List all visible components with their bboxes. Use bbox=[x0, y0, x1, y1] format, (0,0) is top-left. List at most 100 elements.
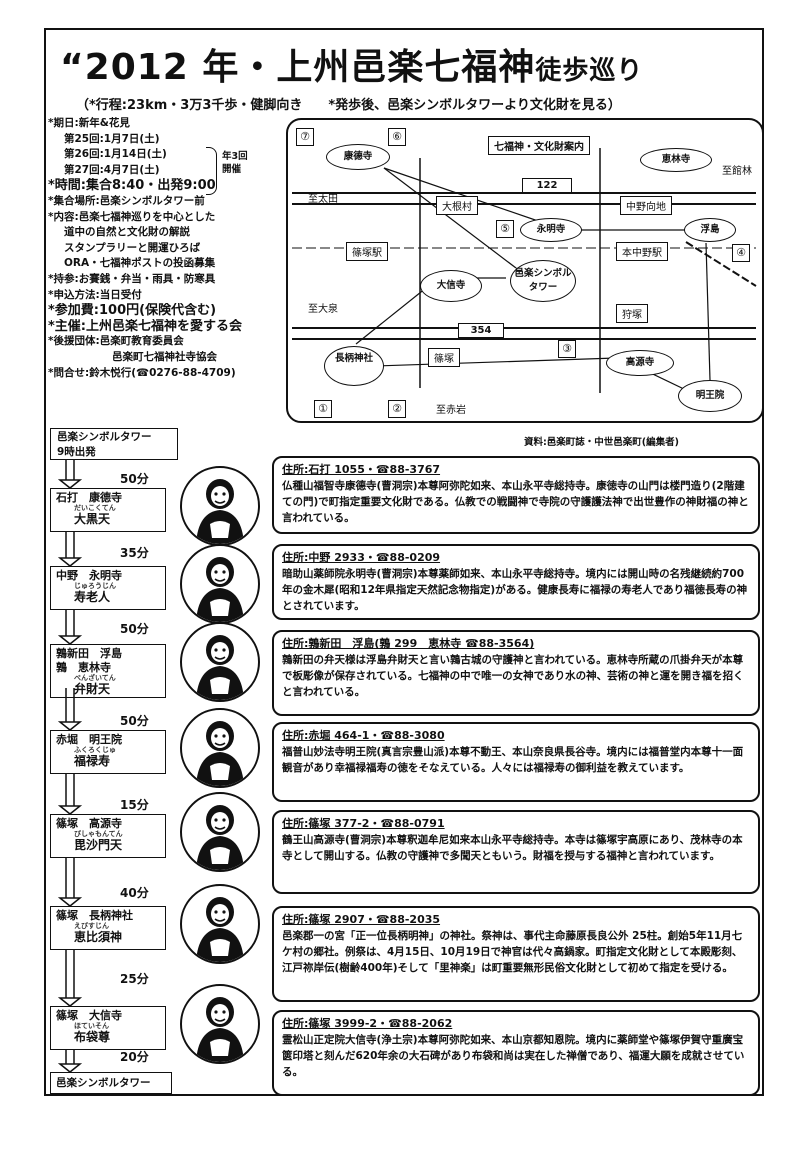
date-1: 第25回:1月7日(土) bbox=[64, 132, 160, 145]
stop-description-4: 住所:赤堀 464-1・☎88-3080 福普山妙法寺明王院(真言宗豊山派)本尊不… bbox=[272, 722, 760, 802]
date-3: 第27回:4月7日(土) bbox=[64, 163, 160, 176]
stop-description-3: 住所:鶉新田 浮島(鶉 299 恵林寺 ☎88-3564) 鶉新田の弁天様は浮島弁… bbox=[272, 630, 760, 716]
stop-god: 弁財天 bbox=[74, 682, 111, 696]
time-info: *時間:集合8:40・出発9:00 bbox=[48, 178, 216, 194]
support-info: *後援団体:邑楽町教育委員会 bbox=[48, 335, 184, 348]
map-shinozuka: 篠塚 bbox=[428, 348, 460, 367]
dates-brace bbox=[206, 147, 217, 195]
stop-box-2: 中野 永明寺じゅろうじん寿老人 bbox=[50, 566, 166, 610]
map-nagara: 長柄神社 bbox=[324, 346, 384, 386]
map-num-7: ⑦ bbox=[296, 128, 314, 146]
deity-portrait-icon bbox=[180, 466, 260, 546]
stop-god: 寿老人 bbox=[74, 590, 111, 604]
stop-place: 篠塚 大信寺 bbox=[56, 1009, 122, 1022]
stop-box-3: 鶉新田 浮島鶉 恵林寺べんざいてん弁財天 bbox=[50, 644, 166, 698]
items-info: *持参:お賽銭・弁当・雨具・防寒具 bbox=[48, 272, 216, 285]
stop-ruby: じゅろうじん bbox=[74, 582, 116, 590]
stop-box-6: 篠塚 長柄神社えびすじん恵比須神 bbox=[50, 906, 166, 950]
support-info-2: 邑楽町七福神社寺協会 bbox=[112, 350, 217, 363]
content-line-1: 道中の自然と文化財の解説 bbox=[64, 226, 190, 239]
map-ooizumi: 至大泉 bbox=[308, 304, 338, 315]
map-kotoku: 康德寺 bbox=[326, 144, 390, 170]
stop-box-4: 赤堀 明王院ふくろくじゅ福禄寿 bbox=[50, 730, 166, 774]
map-kogen: 高源寺 bbox=[606, 350, 674, 376]
map-daishin: 大信寺 bbox=[420, 270, 482, 302]
stop-ruby: だいこくてん bbox=[74, 504, 116, 512]
map-akaiwa: 至赤岩 bbox=[436, 405, 466, 416]
deity-portrait-icon bbox=[180, 984, 260, 1064]
stop-address: 住所:中野 2933・☎88-0209 bbox=[282, 551, 441, 564]
map-num-4: ④ bbox=[732, 244, 750, 262]
stop-description-5: 住所:篠塚 377-2・☎88-0791 鶴王山高源寺(曹洞宗)本尊釈迦牟尼如来本… bbox=[272, 810, 760, 894]
stop-text: 霊松山正定院大信寺(浄土宗)本尊阿弥陀如来、本山京都知恩院。境内に薬師堂や篠塚伊… bbox=[282, 1034, 745, 1078]
map-eimei: 永明寺 bbox=[520, 218, 582, 242]
dates-note: 年3回開催 bbox=[222, 151, 248, 175]
map-num-1: ① bbox=[314, 400, 332, 418]
map-ota: 至太田 bbox=[308, 194, 338, 205]
stop-address: 住所:赤堀 464-1・☎88-3080 bbox=[282, 729, 445, 742]
stop-god: 恵比須神 bbox=[74, 930, 123, 944]
stop-address: 住所:篠塚 377-2・☎88-0791 bbox=[282, 817, 445, 830]
stop-place: 鶉新田 浮島 bbox=[56, 647, 122, 660]
stop-place: 篠塚 高源寺 bbox=[56, 817, 122, 830]
map-num-3: ③ bbox=[558, 340, 576, 358]
deity-portrait-icon bbox=[180, 884, 260, 964]
page-title: “2012 年・上州邑楽七福神徒歩巡り bbox=[60, 47, 644, 88]
stop-god: 布袋尊 bbox=[74, 1030, 111, 1044]
stop-text: 暗助山薬師院永明寺(曹洞宗)本尊薬師如来、本山永平寺総持寺。境内には開山時の名残… bbox=[282, 568, 748, 612]
map-ukishima: 浮島 bbox=[684, 218, 736, 242]
stop-ruby: ほていそん bbox=[74, 1022, 109, 1030]
stop-address: 住所:鶉新田 浮島(鶉 299 恵林寺 ☎88-3564) bbox=[282, 637, 535, 650]
map-road-354: 354 bbox=[458, 323, 504, 338]
stop-box-7: 篠塚 大信寺ほていそん布袋尊 bbox=[50, 1006, 166, 1050]
stop-text: 鶴王山高源寺(曹洞宗)本尊釈迦牟尼如来本山永平寺総持寺。本寺は篠塚宇高原にあり、… bbox=[282, 834, 743, 862]
end-box: 邑楽シンボルタワー bbox=[50, 1072, 172, 1094]
stop-ruby: えびすじん bbox=[74, 922, 109, 930]
map-shinozuka-station: 篠塚駅 bbox=[346, 242, 388, 261]
stop-place-2: 鶉 恵林寺 bbox=[56, 661, 111, 674]
stop-place: 石打 康德寺 bbox=[56, 491, 122, 504]
stop-ruby: ふくろくじゅ bbox=[74, 746, 116, 754]
duration-7: 25分 bbox=[120, 972, 149, 986]
content-head: *内容:邑楽七福神巡りを中心とした bbox=[48, 210, 216, 223]
map-num-6: ⑥ bbox=[388, 128, 406, 146]
stop-description-2: 住所:中野 2933・☎88-0209 暗助山薬師院永明寺(曹洞宗)本尊薬師如来、… bbox=[272, 544, 760, 620]
deity-portrait-icon bbox=[180, 708, 260, 788]
map-num-2: ② bbox=[388, 400, 406, 418]
map-keirin: 恵林寺 bbox=[640, 148, 712, 172]
stop-text: 福普山妙法寺明王院(真言宗豊山派)本尊不動王、本山奈良県長谷寺。境内には福普堂内… bbox=[282, 746, 744, 774]
map-lines bbox=[286, 118, 764, 423]
stop-address: 住所:石打 1055・☎88-3767 bbox=[282, 463, 441, 476]
duration-8: 20分 bbox=[120, 1050, 149, 1064]
stop-text: 鶉新田の弁天様は浮島弁財天と言い鶉古城の守護神と言われている。恵林寺所蔵の爪掛弁… bbox=[282, 654, 744, 698]
dates-head: *期日:新年&花見 bbox=[48, 117, 130, 129]
duration-3: 50分 bbox=[120, 622, 149, 636]
content-line-3: ORA・七福神ポストの投函募集 bbox=[64, 257, 216, 270]
content-line-2: スタンプラリーと開運ひろば bbox=[64, 241, 201, 254]
duration-2: 35分 bbox=[120, 546, 149, 560]
map-honnakano-station: 本中野駅 bbox=[616, 242, 668, 261]
stop-ruby: べんざいてん bbox=[74, 674, 116, 682]
start-box: 邑楽シンボルタワー 9時出発 bbox=[50, 428, 178, 460]
page-subtitle: （*行程:23km・3万3千歩・健脚向き *発歩後、邑楽シンボルタワーより文化財… bbox=[76, 98, 621, 113]
source-note: 資料:邑楽町誌・中世邑楽町(編集者) bbox=[524, 437, 679, 448]
event-info: *期日:新年&花見 第25回:1月7日(土) 第26回:1月14日(土) 第27… bbox=[48, 116, 280, 381]
apply-info: *申込方法:当日受付 bbox=[48, 288, 142, 301]
stop-box-5: 篠塚 高源寺びしゃもんてん毘沙門天 bbox=[50, 814, 166, 858]
contact-info: *問合せ:鈴木悦行(☎0276-88-4709) bbox=[48, 366, 236, 379]
deity-portrait-icon bbox=[180, 544, 260, 624]
map-nakanomukaichi: 中野向地 bbox=[620, 196, 672, 215]
map-road-122: 122 bbox=[522, 178, 572, 193]
stop-address: 住所:篠塚 2907・☎88-2035 bbox=[282, 913, 441, 926]
stop-god: 毘沙門天 bbox=[74, 838, 123, 852]
map-kariba: 狩塚 bbox=[616, 304, 648, 323]
stop-box-1: 石打 康德寺だいこくてん大黒天 bbox=[50, 488, 166, 532]
map-myoo: 明王院 bbox=[678, 380, 742, 412]
duration-5: 15分 bbox=[120, 798, 149, 812]
map-kanrin: 至館林 bbox=[722, 166, 752, 177]
map-ooneson: 大根村 bbox=[436, 196, 478, 215]
host-info: *主催:上州邑楽七福神を愛する会 bbox=[48, 318, 242, 334]
stop-god: 大黒天 bbox=[74, 512, 111, 526]
